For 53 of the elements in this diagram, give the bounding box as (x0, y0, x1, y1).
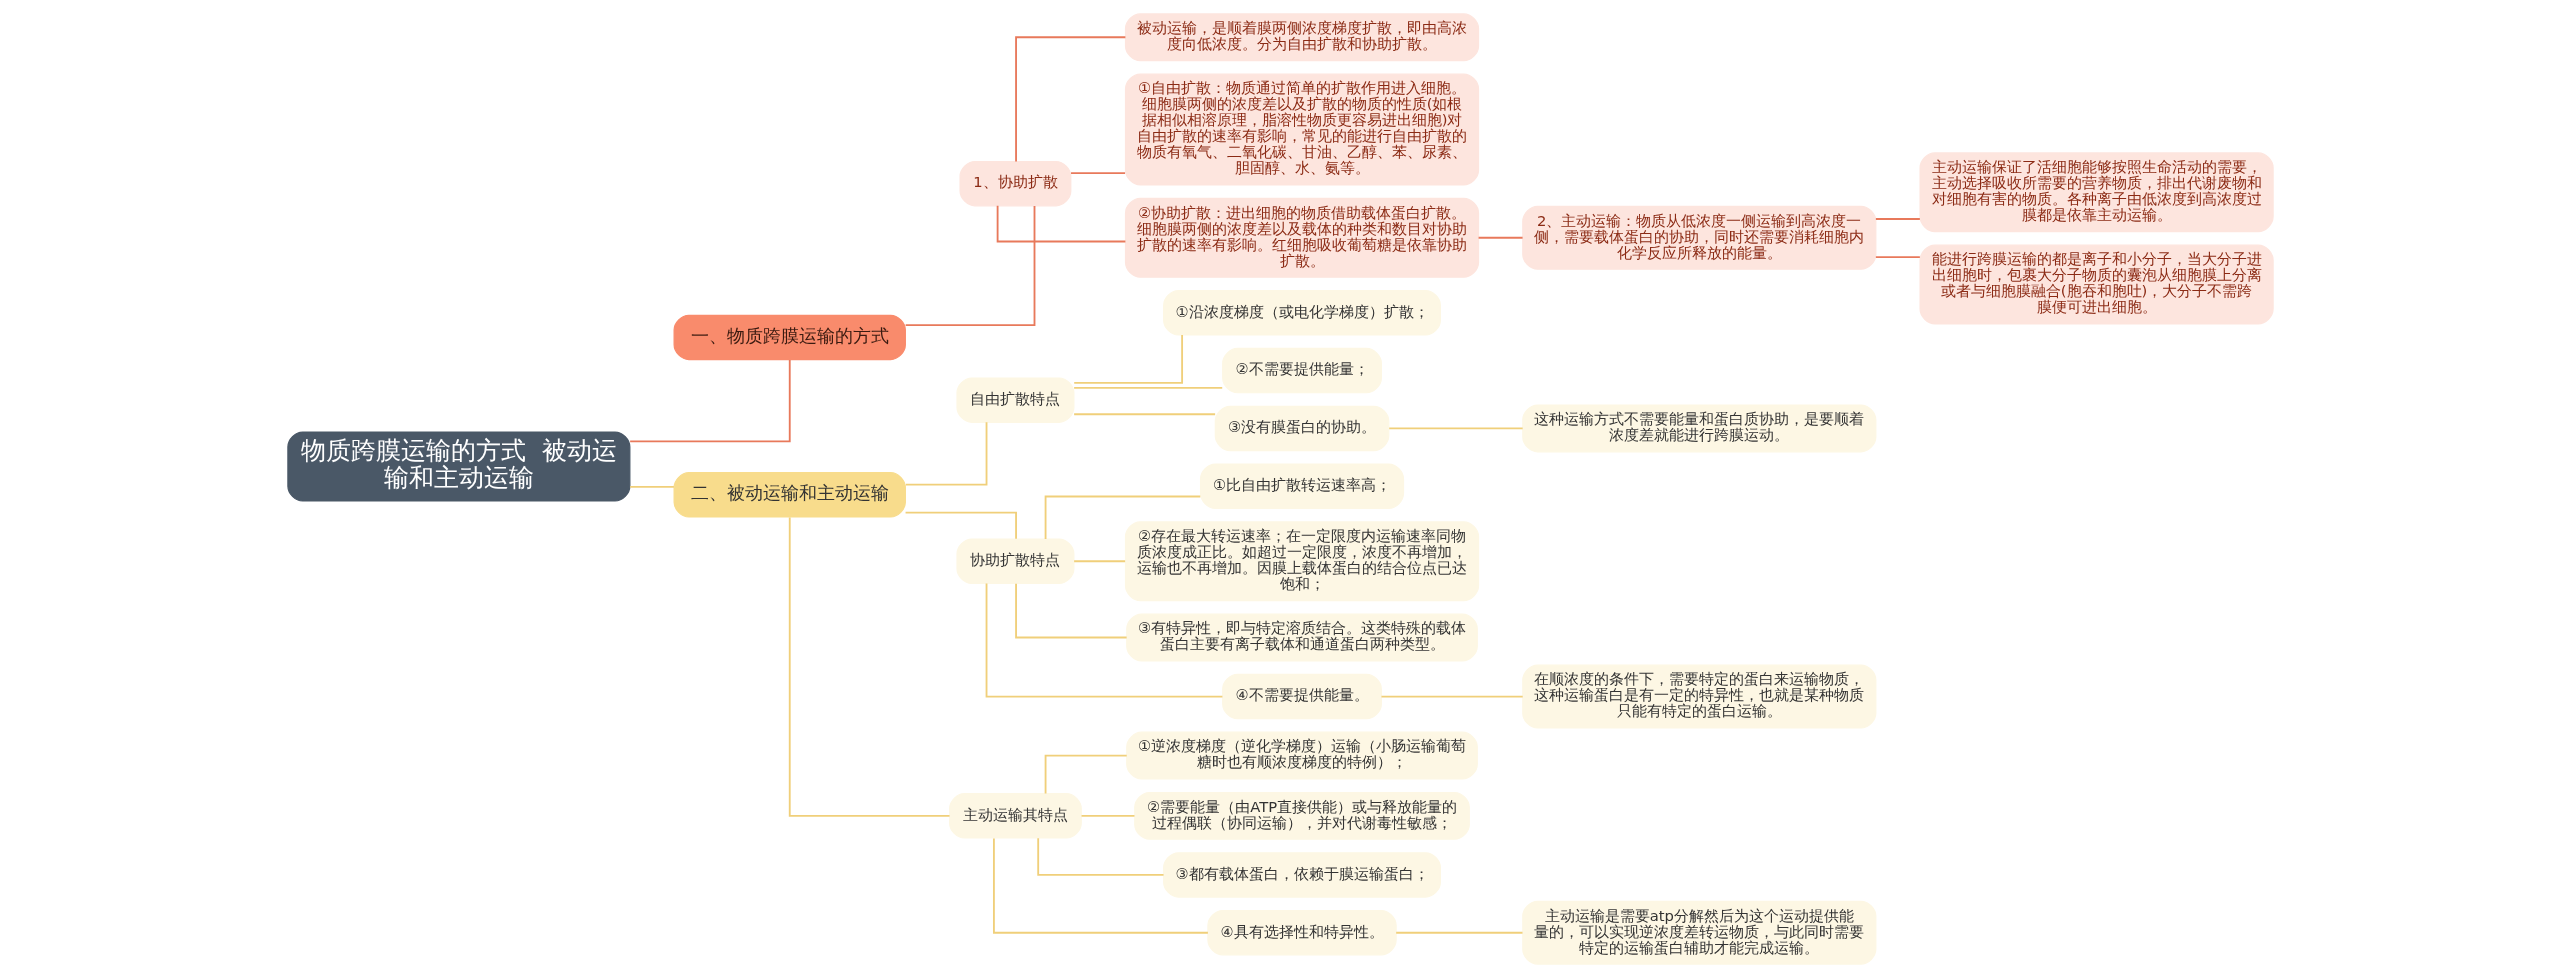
connector (992, 837, 1209, 934)
connector (1014, 35, 1126, 162)
connector (904, 204, 1035, 326)
connector (1387, 427, 1524, 429)
node-box: 协助扩散特点 (955, 538, 1074, 584)
connector (1394, 931, 1523, 934)
node-box: 在顺浓度的条件下，需要特定的蛋白来运输物质，这种运输蛋白是有一定的特异性，也就是某种物质只能有特定的蛋白运输。 (1521, 664, 1876, 729)
node-box: ②需要能量（由ATP直接供能）或与释放能量的过程偶联（协同运输），并对代谢毒性敏感； (1133, 791, 1470, 840)
node-box: ③都有载体蛋白，依赖于膜运输蛋白； (1162, 851, 1441, 898)
node-box: 1、协助扩散 (958, 160, 1071, 206)
connector (1072, 386, 1223, 389)
node-box: 主动运输其特点 (948, 792, 1082, 839)
connector (1044, 495, 1201, 540)
node-box: ②协助扩散：进出细胞的物质借助载体蛋白扩散。细胞膜两侧的浓度差以及载体的种类和数目对协助扩散的速率有影响。红细胞吸收葡萄糖是依靠协助扩散。 (1124, 197, 1479, 278)
node-box: ②不需要提供能量； (1221, 347, 1382, 393)
node-box: 能进行跨膜运输的都是离子和小分子，当大分子进出细胞时，包裹大分子物质的囊泡从细胞膜上分离或者与细胞膜融合(胞吞和胞吐)，大分子不需跨膜便可进出细胞。 (1918, 244, 2274, 324)
connector (1380, 695, 1524, 697)
connector (985, 582, 1223, 697)
connector (904, 420, 987, 486)
node-box: ①逆浓度梯度（逆化学梯度）运输（小肠运输葡萄糖时也有顺浓度梯度的特例）； (1125, 731, 1478, 780)
node-box: 2、主动运输：物质从低浓度一侧运输到高浓度一侧，需要载体蛋白的协助，同时还需要消耗细胞内化学反应所释放的能量。 (1521, 205, 1876, 270)
connector (1072, 333, 1183, 384)
node-box: 一、物质跨膜运输的方式 (673, 314, 906, 360)
connector (1069, 171, 1126, 174)
connector (788, 516, 950, 817)
connector (628, 358, 791, 442)
node-box: 自由扩散特点 (955, 376, 1074, 423)
node-box: 这种运输方式不需要能量和蛋白质协助，是要顺着浓度差就能进行跨膜运动。 (1521, 403, 1876, 452)
connector (1874, 255, 1921, 258)
node-box: 主动运输保证了活细胞能够按照生命活动的需要，主动选择吸收所需要的营养物质，排出代谢废物和对细胞有害的物质。各种离子由低浓度到高浓度过膜都是依靠主动运输。 (1918, 151, 2274, 232)
connector (1044, 754, 1128, 794)
connector (1477, 236, 1523, 239)
connector (1036, 836, 1164, 876)
node-box: 主动运输是需要atp分解然后为这个运动提供能量的，可以实现逆浓度差转运物质，与此同时需要特定的运输蛋白辅助才能完成运输。 (1521, 900, 1876, 965)
node-box: ③没有膜蛋白的协助。 (1214, 405, 1389, 451)
node-box: ③有特异性，即与特定溶质结合。这类特殊的载体蛋白主要有离子载体和通道蛋白两种类型。 (1125, 613, 1478, 661)
node-box: 物质跨膜运输的方式 被动运输和主动运输 (286, 431, 630, 502)
node-box: ④不需要提供能量。 (1221, 673, 1382, 719)
connector (1874, 217, 1921, 220)
node-box: ①比自由扩散转运速率高； (1199, 462, 1404, 509)
node-box: 被动运输，是顺着膜两侧浓度梯度扩散，即由高浓度向低浓度。分为自由扩散和协助扩散。 (1124, 12, 1479, 61)
connector (1014, 582, 1128, 638)
node-box: ④具有选择性和特异性。 (1206, 909, 1397, 955)
connector (1072, 559, 1126, 562)
connector (996, 204, 1126, 242)
connector (1080, 814, 1135, 817)
connector (904, 511, 1017, 540)
node-box: ①沿浓度梯度（或电化学梯度）扩散； (1162, 289, 1441, 336)
node-box: 二、被动运输和主动运输 (673, 471, 906, 518)
connector (628, 485, 675, 488)
node-box: ①自由扩散：物质通过简单的扩散作用进入细胞。细胞膜两侧的浓度差以及扩散的物质的性质(如根据相似相溶原理，脂溶性物质更容易进出细胞)对自由扩散的速率有影响，常见的能进行自由扩散的物质有氧气、二氧化碳、甘油、乙醇、苯、尿素、胆固醇、水、氨等。 (1124, 73, 1479, 185)
node-box: ②存在最大转运速率；在一定限度内运输速率同物质浓度成正比。如超过一定限度，浓度不再增加，运输也不再增加。因膜上载体蛋白的结合位点已达饱和； (1124, 520, 1479, 601)
connector (1072, 412, 1216, 415)
